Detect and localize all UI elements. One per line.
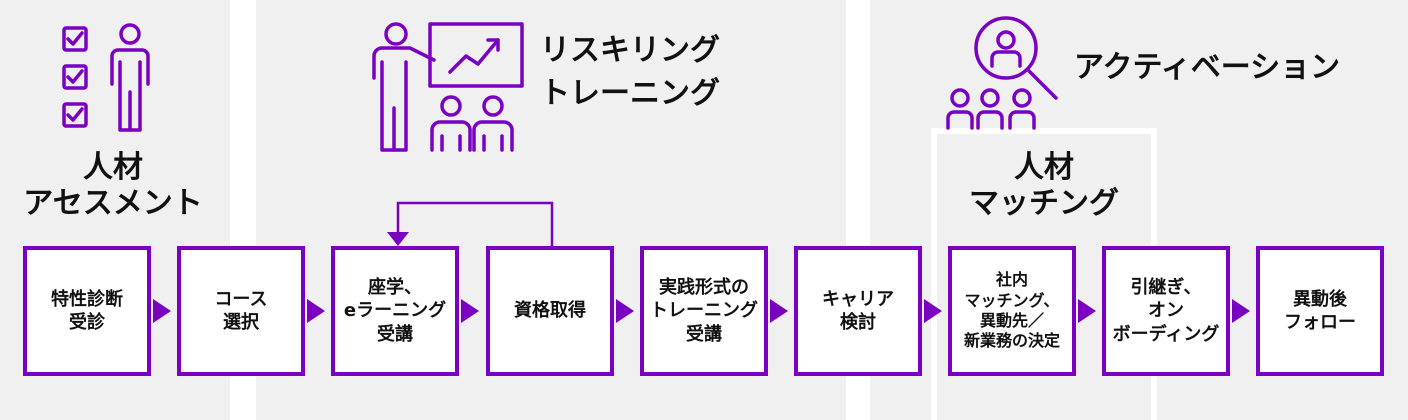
step-course-selection: コース 選択 [177,246,305,376]
step-label: 異動後 フォロー [1284,288,1356,333]
step-practical-training: 実践形式の トレーニング 受講 [640,246,768,376]
matching-title-line1: 人材 [1014,150,1074,185]
assessment-title-line1: 人材 [83,150,143,185]
step-label: 引継ぎ、 オン ボーディング [1112,277,1220,345]
step-label: キャリア 検討 [822,288,894,333]
step-arrow [307,299,325,323]
step-classroom-elearning: 座学、 eラーニング 受講 [331,246,459,376]
step-assessment-test: 特性診断 受診 [23,246,151,376]
matching-title: 人材 マッチング [944,150,1144,222]
step-arrow [1078,299,1096,323]
step-label: 特性診断 受診 [51,288,123,333]
step-arrow [616,299,634,323]
step-handover-onboarding: 引継ぎ、 オン ボーディング [1102,246,1230,376]
step-arrow [924,299,942,323]
reskilling-title-line1: リスキリング [540,33,720,68]
assessment-title-line2: アセスメント [23,186,203,221]
step-label: 座学、 eラーニング 受講 [343,277,447,345]
step-certification: 資格取得 [486,246,614,376]
activation-title: アクティベーション [1074,50,1341,85]
step-arrow [1232,299,1250,323]
search-people-icon [946,16,1058,130]
step-label: 実践形式の トレーニング 受講 [650,277,758,345]
step-arrow [770,299,788,323]
step-post-transfer-followup: 異動後 フォロー [1256,246,1384,376]
step-label: 社内 マッチング、 異動先／ 新業務の決定 [963,270,1060,351]
step-internal-matching: 社内 マッチング、 異動先／ 新業務の決定 [948,246,1076,376]
step-arrow [153,299,171,323]
assessment-title: 人材 アセスメント [20,150,206,222]
step-career-review: キャリア 検討 [794,246,922,376]
step-label: コース 選択 [214,288,268,333]
reskilling-title-line2: トレーニング [540,75,720,111]
presenter-board-icon [372,22,524,152]
checklist-person-icon [62,23,150,132]
step-arrow [461,299,479,323]
step-label: 資格取得 [514,300,586,322]
reskilling-title: リスキリング トレーニング [540,30,720,115]
matching-title-line2: マッチング [969,186,1119,221]
